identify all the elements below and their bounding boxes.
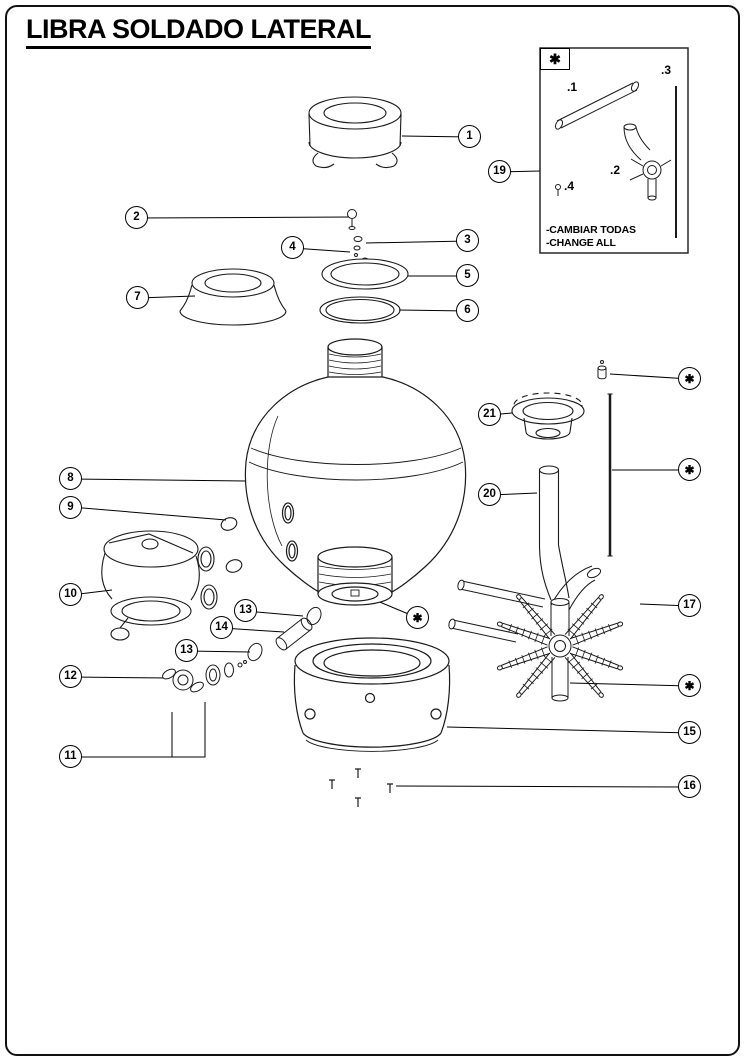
callout-4: 4 bbox=[281, 236, 304, 259]
callout-star-neck: ✱ bbox=[406, 606, 429, 629]
callout-star-rod: ✱ bbox=[678, 458, 701, 481]
callout-20: 20 bbox=[478, 483, 501, 506]
inset-label-4: .4 bbox=[564, 179, 575, 193]
callout-5: 5 bbox=[456, 264, 479, 287]
callout-6: 6 bbox=[456, 299, 479, 322]
star-fitting-drawing bbox=[597, 360, 607, 380]
callout-7: 7 bbox=[126, 286, 149, 309]
closure-ring-drawing bbox=[308, 96, 402, 169]
small-fasteners-drawing bbox=[353, 236, 363, 257]
air-bleed-knob-drawing bbox=[347, 209, 357, 230]
inset-note-line1: -CAMBIAR TODAS bbox=[546, 224, 636, 236]
clamp-ring-drawing bbox=[511, 392, 585, 440]
inset-label-2: .2 bbox=[610, 163, 621, 177]
base-bowl-drawing bbox=[293, 637, 451, 752]
callout-16: 16 bbox=[678, 775, 701, 798]
callout-9: 9 bbox=[59, 496, 82, 519]
callout-10: 10 bbox=[59, 583, 82, 606]
callout-13-upper: 13 bbox=[234, 599, 257, 622]
collar-drawing bbox=[179, 268, 287, 326]
callout-1: 1 bbox=[458, 125, 481, 148]
lateral-assembly-drawing bbox=[448, 565, 625, 702]
callout-21: 21 bbox=[478, 403, 501, 426]
inset-label-3: .3 bbox=[661, 63, 672, 77]
inset-box-drawing bbox=[539, 47, 689, 254]
callout-2: 2 bbox=[125, 206, 148, 229]
callout-12: 12 bbox=[59, 665, 82, 688]
lid-drawing bbox=[321, 257, 409, 290]
callout-17: 17 bbox=[678, 594, 701, 617]
callout-19: 19 bbox=[488, 160, 511, 183]
multiport-valve-drawing bbox=[101, 530, 218, 641]
callout-star-fitting: ✱ bbox=[678, 367, 701, 390]
callout-3: 3 bbox=[456, 229, 479, 252]
callout-8: 8 bbox=[59, 467, 82, 490]
tank-bottom-neck bbox=[317, 546, 393, 606]
callout-15: 15 bbox=[678, 721, 701, 744]
tank-drawing bbox=[244, 338, 467, 606]
callout-14: 14 bbox=[210, 616, 233, 639]
inset-note-line2: -CHANGE ALL bbox=[546, 237, 616, 249]
drain-cap-group-drawing bbox=[162, 660, 247, 693]
star-rod-drawing bbox=[607, 393, 613, 557]
inset-label-1: .1 bbox=[567, 80, 578, 94]
gasket-drawing bbox=[319, 296, 401, 324]
sight-glass-drawing bbox=[247, 606, 322, 662]
inset-corner-mark: ✱ bbox=[540, 48, 570, 70]
callout-star-hub: ✱ bbox=[678, 674, 701, 697]
screws-drawing bbox=[329, 768, 393, 807]
callout-11: 11 bbox=[59, 745, 82, 768]
standpipe-drawing bbox=[538, 465, 570, 601]
o-rings-drawing bbox=[220, 517, 243, 573]
callout-13-lower: 13 bbox=[175, 639, 198, 662]
page-title: LIBRA SOLDADO LATERAL bbox=[26, 14, 371, 49]
